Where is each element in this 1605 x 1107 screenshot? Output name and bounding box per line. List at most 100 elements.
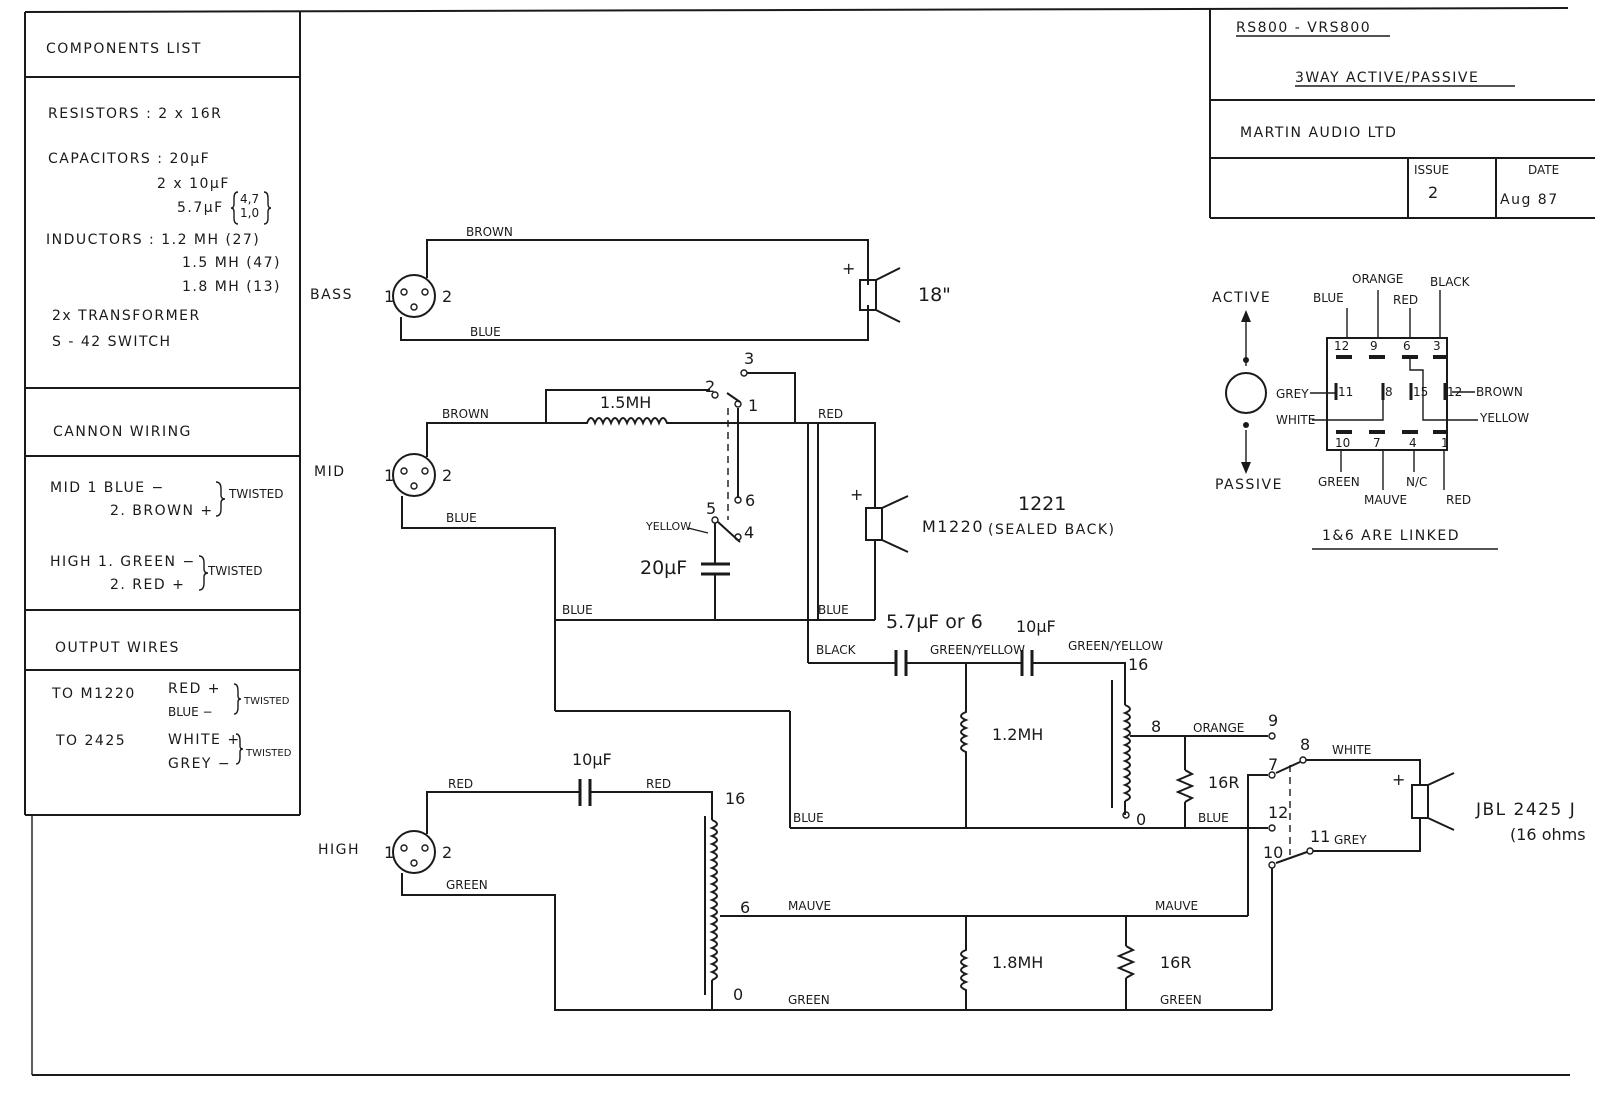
output-red: RED + [168,681,221,697]
bass-wire-blue: BLUE [470,325,501,339]
output-twisted-1: TWISTED [243,696,290,707]
mid-pin-2: 2 [442,466,452,485]
mid-inductor-icon [585,417,670,426]
mid-pin-1: 1 [384,466,394,485]
inductors-entry: INDUCTORS : 1.2 MH (27) [46,232,260,248]
arrow-down-icon [1241,462,1251,474]
bass-label: BASS [310,287,353,303]
resistor-16r-lower-label: 16R [1160,953,1191,972]
resistor-16r-upper-icon [1175,769,1195,803]
arrow-up-icon [1241,310,1251,322]
issue-label: ISSUE [1414,163,1449,177]
mid-wire-green-yellow-1: GREEN/YELLOW [930,643,1025,657]
cannon-wiring-title: CANNON WIRING [53,424,192,440]
switch-passive-label: PASSIVE [1215,477,1283,493]
output-to-m1220: TO M1220 [51,686,136,702]
bass-driver-label: 18" [918,284,951,306]
inductor-1-2mh-icon [960,710,969,754]
switch-wire-red-top: RED [1393,293,1418,307]
bass-speaker-icon [859,279,877,311]
mid-driver-alt: 1221 [1018,493,1066,515]
bass-pin-1: 1 [384,287,394,306]
switch-pin-9: 9 [1370,339,1378,353]
sw-pos-5: 5 [706,499,716,518]
high-wire-green-1: GREEN [446,878,488,892]
switch-pin-11: 11 [1338,385,1353,399]
inductor-2-entry: 1.5 MH (47) [182,255,281,271]
bass-xlr-connector-icon [392,274,436,318]
sw-pos-9: 9 [1268,711,1278,730]
system-description: 3WAY ACTIVE/PASSIVE [1295,70,1479,86]
bass-speaker-plus: + [842,259,855,278]
mid-wire-blue-3: BLUE [818,603,849,617]
switch-wire-red-bottom: RED [1446,493,1471,507]
switch-pin-4: 4 [1409,436,1417,450]
hf-wire-grey: GREY [1334,833,1367,847]
output-twisted-2: TWISTED [245,748,292,759]
sw-pos-12: 12 [1268,803,1288,822]
tap-16-upper: 16 [1128,655,1148,674]
capacitor-2-entry: 2 x 10µF [157,176,230,192]
high-label: HIGH [318,842,360,858]
components-list-title: COMPONENTS LIST [46,41,202,57]
page-border [24,7,1570,1076]
switch-pin-8: 8 [1385,385,1393,399]
transformer-entry: 2x TRANSFORMER [52,308,201,324]
tap-0-upper: 0 [1136,810,1146,829]
cannon-high-twisted: TWISTED [207,564,263,578]
hf-driver-label: JBL 2425 J [1475,800,1576,820]
switch-pin-12: 12 [1334,339,1349,353]
cap-10uf-a-label: 10µF [1016,617,1056,636]
sw-pos-4: 4 [744,523,754,542]
wire-mauve-left: MAUVE [788,899,831,913]
wire-blue-right: BLUE [1198,811,1229,825]
high-section: HIGH 1 2 RED 10µF RED 16 0 6 MAUVE MAUVE… [318,750,1272,1011]
inductor-1-8mh-label: 1.8MH [992,953,1043,972]
mid-wire-red: RED [818,407,843,421]
bass-pin-2: 2 [442,287,452,306]
sw-pos-8: 8 [1300,735,1310,754]
wire-orange: ORANGE [1193,721,1244,735]
switch-knob-icon [1225,372,1267,414]
sw-pos-2: 2 [705,377,715,396]
capacitor-3-note-bottom: 1,0 [240,206,259,220]
output-wires-title: OUTPUT WIRES [55,640,180,656]
switch-pin-3: 3 [1433,339,1441,353]
high-wire-green-3: GREEN [1160,993,1202,1007]
mid-wire-green-yellow-2: GREEN/YELLOW [1068,639,1163,653]
switch-wire-white: WHITE [1276,413,1315,427]
high-pin-1: 1 [384,843,394,862]
tap-8: 8 [1151,717,1161,736]
capacitor-3-entry: 5.7µF [177,200,224,216]
sw-pos-10: 10 [1263,843,1283,862]
switch-body [1326,337,1448,451]
hf-driver-impedance: (16 ohms [1510,825,1586,844]
tap-16-lower: 16 [725,789,745,808]
date-label: DATE [1528,163,1559,177]
output-grey: GREY − [168,756,231,772]
sw-pos-1: 1 [748,396,758,415]
bass-wire-brown: BROWN [466,225,513,239]
capacitors-entry: CAPACITORS : 20µF [48,151,210,167]
resistors-entry: RESISTORS : 2 x 16R [48,106,222,122]
mid-speaker-plus: + [850,485,863,504]
cannon-high-line-1: HIGH 1. GREEN − [50,554,196,570]
switch-wire-orange: ORANGE [1352,272,1403,286]
tap-6: 6 [740,898,750,917]
switch-linked-note: 1&6 ARE LINKED [1322,528,1460,544]
switch-wire-mauve: MAUVE [1364,493,1407,507]
mid-section: MID 1 2 BROWN 1.5MH 2 1 3 RED 6 YELLOW 5… [314,349,1288,832]
hf-output-section: 7 8 WHITE 10 11 GREY + JBL 2425 J (16 oh… [1247,735,1586,1010]
resistor-16r-upper-label: 16R [1208,773,1239,792]
switch-active-label: ACTIVE [1212,290,1271,306]
title-block: RS800 - VRS800 3WAY ACTIVE/PASSIVE MARTI… [1209,8,1595,219]
high-wire-red-1: RED [448,777,473,791]
hf-driver-icon [1411,784,1429,819]
switch-entry: S - 42 SWITCH [52,334,172,350]
capacitor-3-note-top: 4,7 [240,192,259,206]
switch-wiring-diagram: ACTIVE PASSIVE BLUE ORANGE RED BLACK 12 … [1212,272,1529,550]
switch-wire-blue: BLUE [1313,291,1344,305]
high-pin-2: 2 [442,843,452,862]
sw-pos-7: 7 [1268,755,1278,774]
